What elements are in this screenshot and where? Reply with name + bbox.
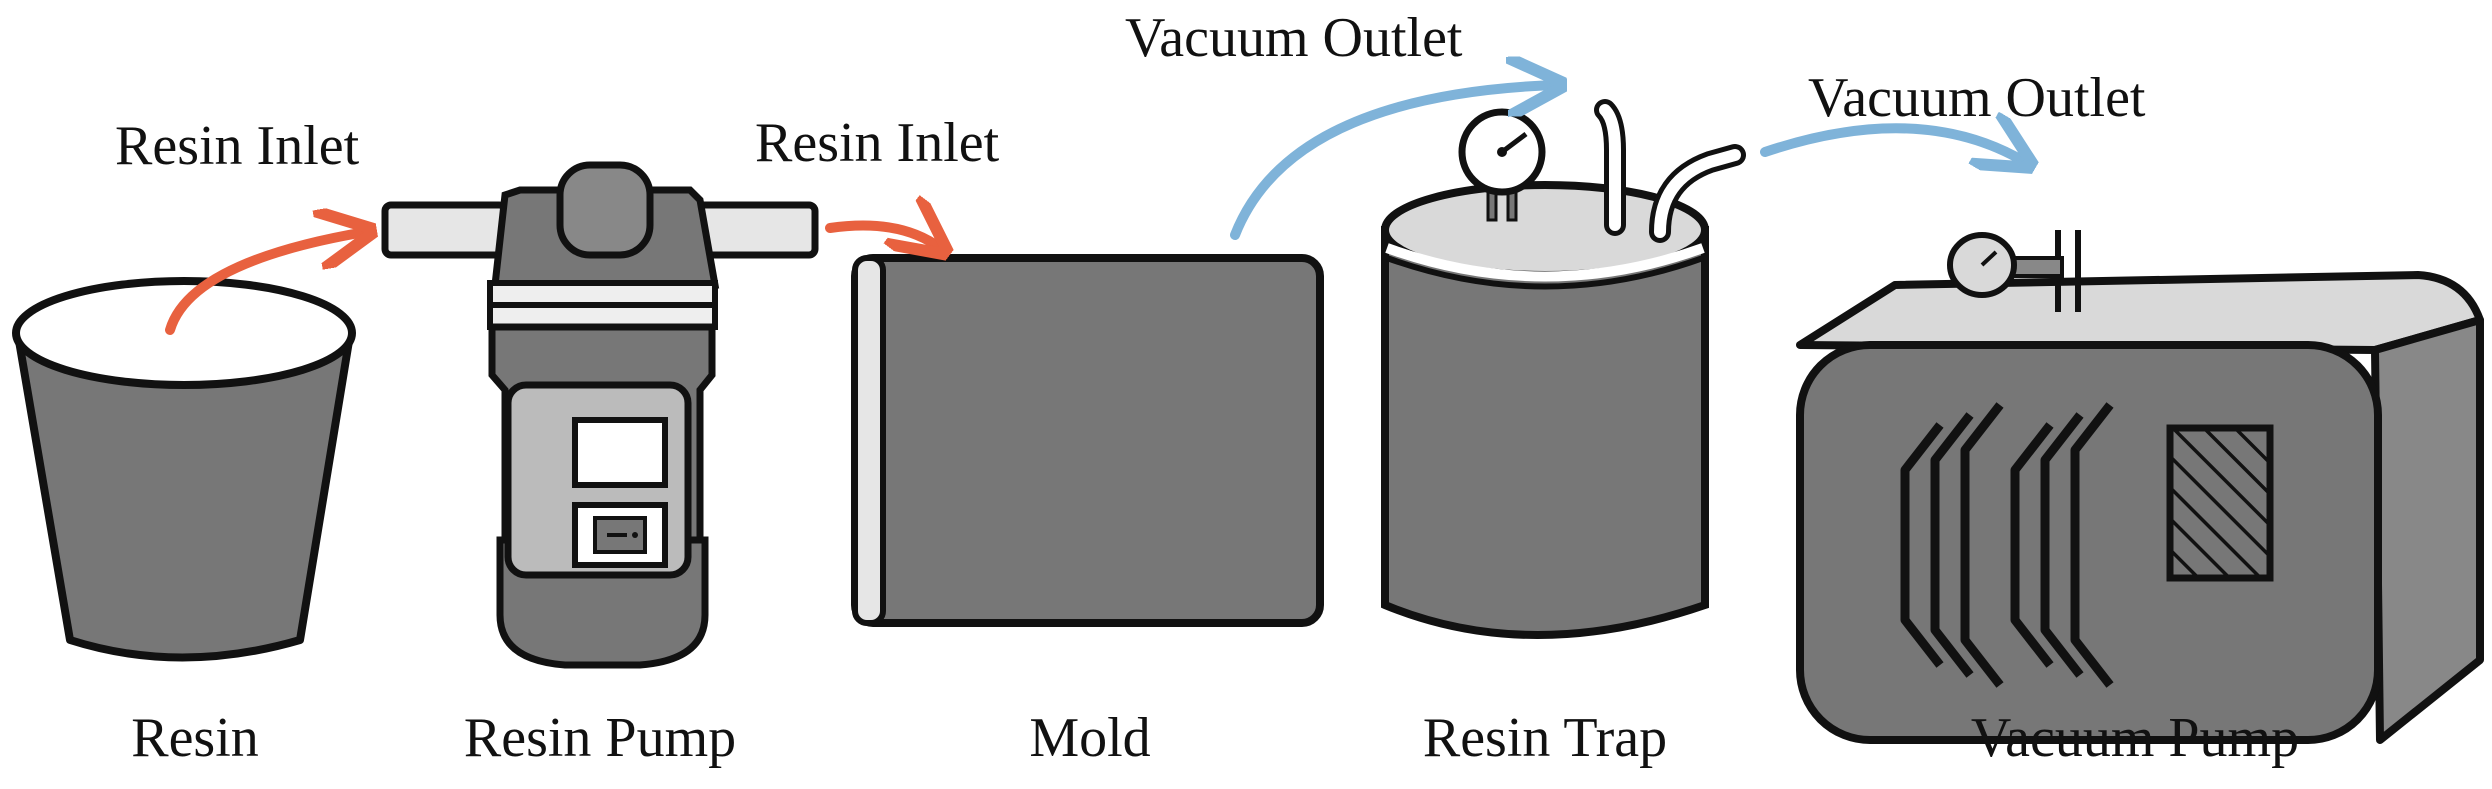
resin-inlet-label-2: Resin Inlet (755, 112, 1000, 174)
vacuum-pump-label: Vacuum Pump (1970, 707, 2300, 769)
vacuum-outlet-label-2: Vacuum Outlet (1808, 67, 2146, 129)
resin-bucket (12, 277, 356, 662)
vacuum-outlet-label-1: Vacuum Outlet (1125, 7, 1463, 69)
resin-inlet-label-1: Resin Inlet (115, 115, 360, 177)
mold (851, 254, 1324, 627)
resin-trap-label: Resin Trap (1422, 707, 1668, 769)
vacuum-pump (1796, 230, 2484, 744)
resin-inlet-arrow-2 (825, 226, 940, 249)
resin-pump-label: Resin Pump (463, 707, 737, 769)
resin-pump (381, 161, 819, 669)
resin-trap (1381, 99, 1746, 639)
vacuum-outlet-arrow-1 (1230, 85, 1555, 240)
mold-label: Mold (1029, 707, 1151, 769)
vacuum-outlet-arrow-2 (1760, 128, 2025, 162)
resin-label: Resin (131, 707, 259, 769)
resin-inlet-arrow-1 (165, 232, 365, 335)
